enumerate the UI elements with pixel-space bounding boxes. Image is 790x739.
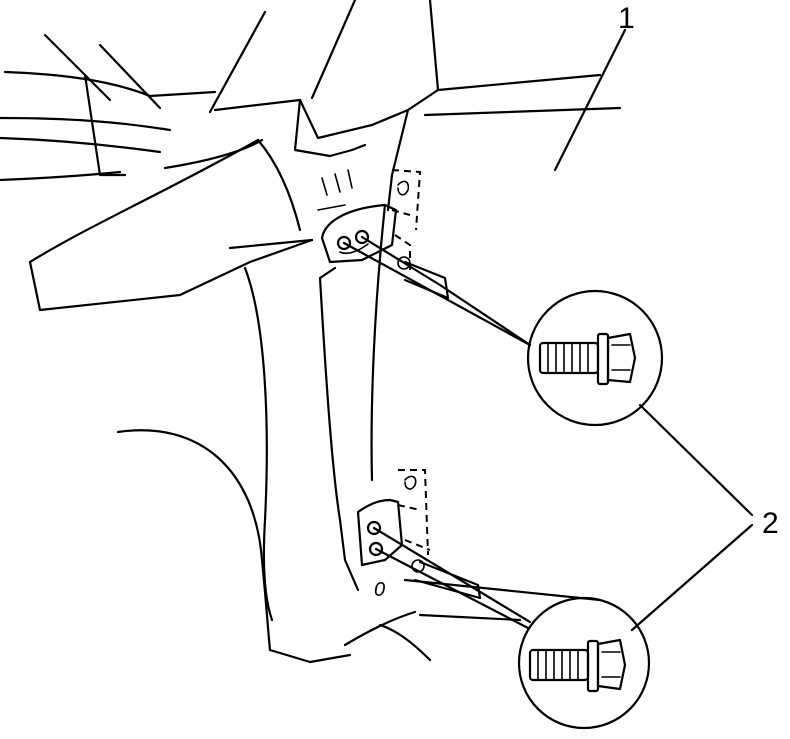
- bolt-detail-upper: [526, 289, 664, 427]
- callout-label-2: 2: [762, 507, 779, 540]
- bolt-detail-lower: [517, 596, 651, 730]
- pillar-mark: 0: [374, 579, 385, 601]
- callout-leaders: [553, 28, 754, 632]
- bolt-icon: [528, 638, 627, 693]
- bolt-leaders: [342, 235, 532, 630]
- bolt-icon: [538, 332, 637, 386]
- callout-label-1: 1: [618, 2, 635, 35]
- body-pillar: [0, 0, 622, 664]
